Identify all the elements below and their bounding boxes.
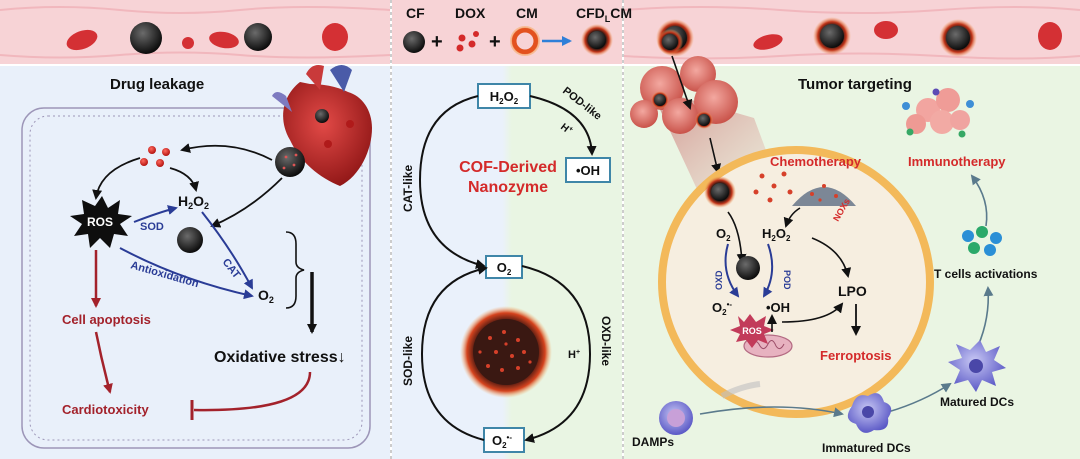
cat-like-label: CAT-like <box>401 165 415 212</box>
matured-dcs-label: Matured DCs <box>940 395 1014 409</box>
immune-cluster-icon <box>902 88 974 138</box>
legend-dox-dot <box>468 40 476 48</box>
matured-dc-icon <box>948 340 1006 392</box>
chemotherapy-label: Chemotherapy <box>770 154 862 169</box>
cardiotoxicity-label: Cardiotoxicity <box>62 402 149 417</box>
nanozyme-dox-dots <box>478 330 532 372</box>
ros-burst-icon <box>70 196 132 248</box>
arrow-apoptosis-to-cardiotoxicity <box>94 331 113 394</box>
legend: CF + DOX + CM CFDLCM <box>403 5 632 56</box>
box-oh <box>565 157 611 183</box>
nanozyme-particle <box>177 227 203 253</box>
inhibition-line <box>193 371 312 412</box>
legend-dox-dot <box>458 34 466 42</box>
left-panel-title: Drug leakage <box>110 76 204 93</box>
ros-label: ROS <box>87 215 113 229</box>
t-cells-icon <box>962 226 1002 256</box>
dox-dot <box>148 146 156 154</box>
cell-apoptosis-label: Cell apoptosis <box>62 312 151 327</box>
o2-label: O2 <box>258 287 274 305</box>
legend-cfdcm-label: CFDLCM <box>576 5 632 24</box>
right-panel-title: Tumor targeting <box>798 76 912 93</box>
right-panel: Tumor targeting Chemotherapy NOXs <box>630 29 1038 455</box>
right-oh-label: •OH <box>766 300 790 315</box>
arrow-sod <box>133 205 178 223</box>
sod-label: SOD <box>140 221 164 233</box>
oxd-label: OXD <box>714 270 724 290</box>
arrow-cat <box>201 211 253 290</box>
right-ros-burst-icon <box>730 314 774 348</box>
arrow-dox-to-h2o2 <box>169 167 199 192</box>
damps-cell-icon <box>659 401 693 435</box>
legend-dox-label: DOX <box>455 5 486 21</box>
oxd-like-label: OXD-like <box>599 316 613 366</box>
right-o2-label: O2 <box>716 226 731 243</box>
sod-like-label: SOD-like <box>401 336 415 386</box>
box-o2-radical <box>483 427 525 453</box>
nanozyme-title-2: Nanozyme <box>468 179 548 196</box>
cf-particle-heart <box>275 147 305 177</box>
mid-o2-radical-label: O2•- <box>492 433 512 450</box>
released-dox <box>753 171 793 203</box>
arrow-o2-to-radical <box>521 265 592 443</box>
immunotherapy-label: Immunotherapy <box>908 154 1006 169</box>
cardiomyocyte-membrane <box>21 107 371 449</box>
arrow-heart-to-nano <box>210 177 283 228</box>
mid-h2o2-label: H2O2 <box>490 89 519 106</box>
nanozyme-title-1: COF-Derived <box>459 159 557 176</box>
h2o2-label: H2O2 <box>178 193 209 211</box>
tumor-cell-membrane <box>658 146 934 418</box>
brace <box>285 231 305 309</box>
ferroptosis-label: Ferroptosis <box>820 348 892 363</box>
legend-plus-1: + <box>431 31 443 53</box>
immatured-dc-icon <box>847 393 892 433</box>
arrow-heart-to-dox <box>180 143 273 161</box>
arrow-antioxidation <box>119 247 254 300</box>
arrow-h2o2-to-o2 <box>418 95 486 269</box>
lpo-label: LPO <box>838 283 867 299</box>
immatured-dcs-label: Immatured DCs <box>822 441 911 455</box>
arrow-radical-to-o2 <box>420 264 488 441</box>
right-nanozyme-particle <box>736 256 760 280</box>
nox-dome-icon <box>792 187 856 206</box>
legend-cf-particle <box>403 31 425 53</box>
t-cells-label: T cells activations <box>934 267 1038 281</box>
dox-dot <box>156 159 164 167</box>
arrow-h2o2-to-oh <box>529 95 597 156</box>
blood-vessel-left <box>0 0 391 64</box>
legend-cf-label: CF <box>406 5 425 21</box>
right-ros-label: ROS <box>742 326 762 336</box>
dox-dot <box>162 148 170 156</box>
legend-plus-2: + <box>489 31 501 53</box>
right-h2o2-label: H2O2 <box>762 226 791 243</box>
oxidative-stress-label: Oxidative stress↓ <box>214 349 346 366</box>
pod-label: POD <box>782 270 792 290</box>
legend-dox-dot <box>456 44 464 52</box>
oxd-h-plus: H+ <box>568 349 580 361</box>
left-panel: Drug leakage ROS H2O2 <box>21 65 372 449</box>
legend-dox-dot <box>473 31 479 37</box>
damps-label: DAMPs <box>632 435 674 449</box>
blood-vessel-right <box>623 0 1080 64</box>
mid-oh-label: •OH <box>576 163 600 178</box>
right-o2-radical-label: O2•- <box>712 300 732 317</box>
legend-cm-shell <box>511 27 539 55</box>
dox-dot <box>140 158 148 166</box>
arrow-dox-to-ros <box>92 157 141 200</box>
arrow-oxd <box>724 243 740 298</box>
arrow-pod <box>762 243 774 298</box>
mid-o2-label: O2 <box>497 260 512 277</box>
legend-cm-label: CM <box>516 5 538 21</box>
heart-icon <box>272 65 372 186</box>
